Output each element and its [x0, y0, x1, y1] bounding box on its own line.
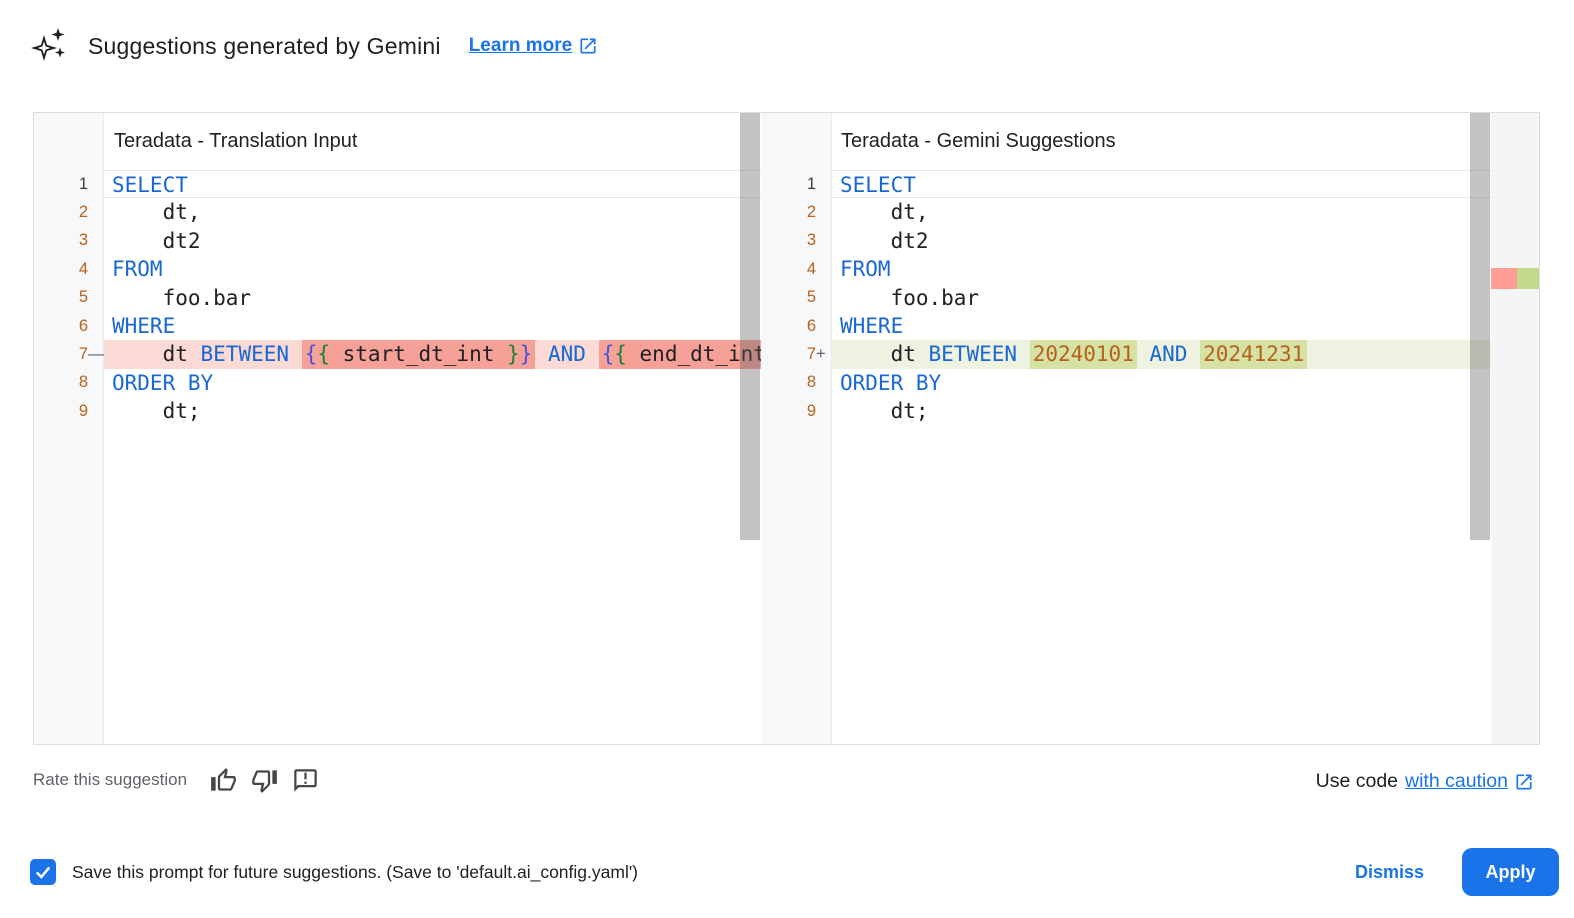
diff-ruler-added-mark — [1517, 268, 1539, 289]
line-number-gutter — [34, 113, 104, 744]
code-line-6: 6 WHERE — [761, 312, 1539, 340]
code-line-2: 2 dt, — [34, 198, 761, 226]
code-line-8: 8 ORDER BY — [761, 369, 1539, 397]
learn-more-link[interactable]: Learn more — [469, 35, 598, 57]
code-line-9: 9 dt; — [34, 397, 761, 425]
with-caution-link[interactable]: with caution — [1405, 770, 1534, 793]
thumb-up-icon — [210, 767, 236, 791]
code-line-5: 5 foo.bar — [34, 284, 761, 312]
footer-bar: Save this prompt for future suggestions.… — [30, 846, 1559, 898]
code-line-4: 4 FROM — [761, 255, 1539, 283]
rate-suggestion-row: Rate this suggestion — [33, 766, 319, 794]
rate-suggestion-label: Rate this suggestion — [33, 770, 188, 789]
code-text: ORDER BY — [112, 370, 214, 395]
open-in-new-icon — [1516, 774, 1532, 789]
save-prompt-checkbox[interactable] — [30, 859, 56, 885]
thumb-up-button[interactable] — [209, 766, 237, 794]
code-line-7: 7— dt BETWEEN {{ start_dt_int }} AND {{ … — [34, 340, 807, 369]
code-text: dt; — [840, 399, 929, 424]
line-number: 4 — [78, 259, 88, 278]
line-number: 1 — [806, 174, 816, 193]
line-number: 5 — [78, 288, 88, 307]
thumb-down-button[interactable] — [250, 766, 278, 794]
code-text: FROM — [840, 257, 891, 282]
line-number: 9 — [806, 401, 816, 420]
code-text: dt; — [112, 399, 201, 424]
line-number: 8 — [806, 373, 816, 392]
left-pane-title: Teradata - Translation Input — [114, 130, 358, 152]
scrollbar-thumb[interactable] — [1470, 113, 1490, 540]
line-number: 3 — [806, 231, 816, 250]
code-line-3: 3 dt2 — [761, 227, 1539, 255]
line-number: 2 — [78, 203, 88, 222]
code-line-9: 9 dt; — [761, 397, 1539, 425]
code-line-4: 4 FROM — [34, 255, 761, 283]
right-pane-title: Teradata - Gemini Suggestions — [841, 130, 1116, 152]
code-text: ORDER BY — [840, 370, 942, 395]
code-text: SELECT — [104, 170, 761, 199]
code-line-3: 3 dt2 — [34, 227, 761, 255]
code-text: FROM — [112, 257, 163, 282]
apply-button[interactable]: Apply — [1462, 848, 1559, 896]
use-code-notice: Use code with caution — [1316, 770, 1534, 793]
line-number: 1 — [78, 174, 88, 193]
code-text: SELECT — [832, 170, 1539, 199]
code-text: WHERE — [840, 313, 904, 338]
use-code-prefix: Use code — [1315, 770, 1399, 792]
feedback-icon — [293, 768, 317, 792]
with-caution-label: with caution — [1405, 770, 1508, 792]
code-text: WHERE — [112, 313, 176, 338]
gemini-sparkle-icon — [31, 28, 65, 61]
line-number: 9 — [78, 401, 88, 420]
line-number: 4 — [806, 259, 816, 278]
gemini-suggestions-header: Suggestions generated by Gemini Learn mo… — [30, 26, 598, 66]
dismiss-button[interactable]: Dismiss — [1337, 852, 1442, 893]
code-text: dt, — [112, 200, 201, 225]
code-text: dt, — [840, 200, 929, 225]
code-line-1: 1 SELECT — [761, 170, 1539, 199]
line-number: 6 — [78, 316, 88, 335]
code-line-1: 1 SELECT — [34, 170, 761, 199]
added-line-marker: + — [816, 345, 826, 364]
code-line-2: 2 dt, — [761, 198, 1539, 226]
line-number: 3 — [78, 231, 88, 250]
code-text: dt2 — [112, 228, 201, 253]
line-number: 2 — [806, 203, 816, 222]
code-text: dt BETWEEN {{ start_dt_int }} AND {{ end… — [104, 340, 807, 369]
scrollbar-thumb[interactable] — [740, 113, 760, 540]
code-line-5: 5 foo.bar — [761, 284, 1539, 312]
page-title: Suggestions generated by Gemini — [88, 32, 441, 59]
line-number: 7+ — [761, 340, 832, 368]
line-number: 8 — [78, 373, 88, 392]
code-text: dt2 — [840, 228, 929, 253]
line-number-gutter — [761, 113, 832, 744]
code-text: foo.bar — [840, 285, 980, 310]
diff-ruler-deleted-mark — [1491, 268, 1517, 289]
code-line-7: 7+ dt BETWEEN 20240101 AND 20241231 — [761, 340, 1539, 369]
learn-more-label: Learn more — [468, 35, 573, 56]
line-number: 5 — [806, 288, 816, 307]
line-number: 6 — [806, 316, 816, 335]
line-number: 7— — [78, 345, 105, 364]
diff-overview-ruler — [1491, 113, 1539, 744]
save-prompt-label: Save this prompt for future suggestions.… — [72, 861, 638, 882]
check-icon — [35, 866, 51, 879]
code-line-8: 8 ORDER BY — [34, 369, 761, 397]
deleted-line-marker: — — [88, 345, 105, 364]
code-text: foo.bar — [112, 285, 252, 310]
code-line-6: 6 WHERE — [34, 312, 761, 340]
code-text: dt BETWEEN 20240101 AND 20241231 — [832, 340, 1539, 369]
open-in-new-icon — [580, 38, 596, 54]
feedback-button[interactable] — [291, 766, 319, 794]
thumb-down-icon — [251, 769, 277, 793]
